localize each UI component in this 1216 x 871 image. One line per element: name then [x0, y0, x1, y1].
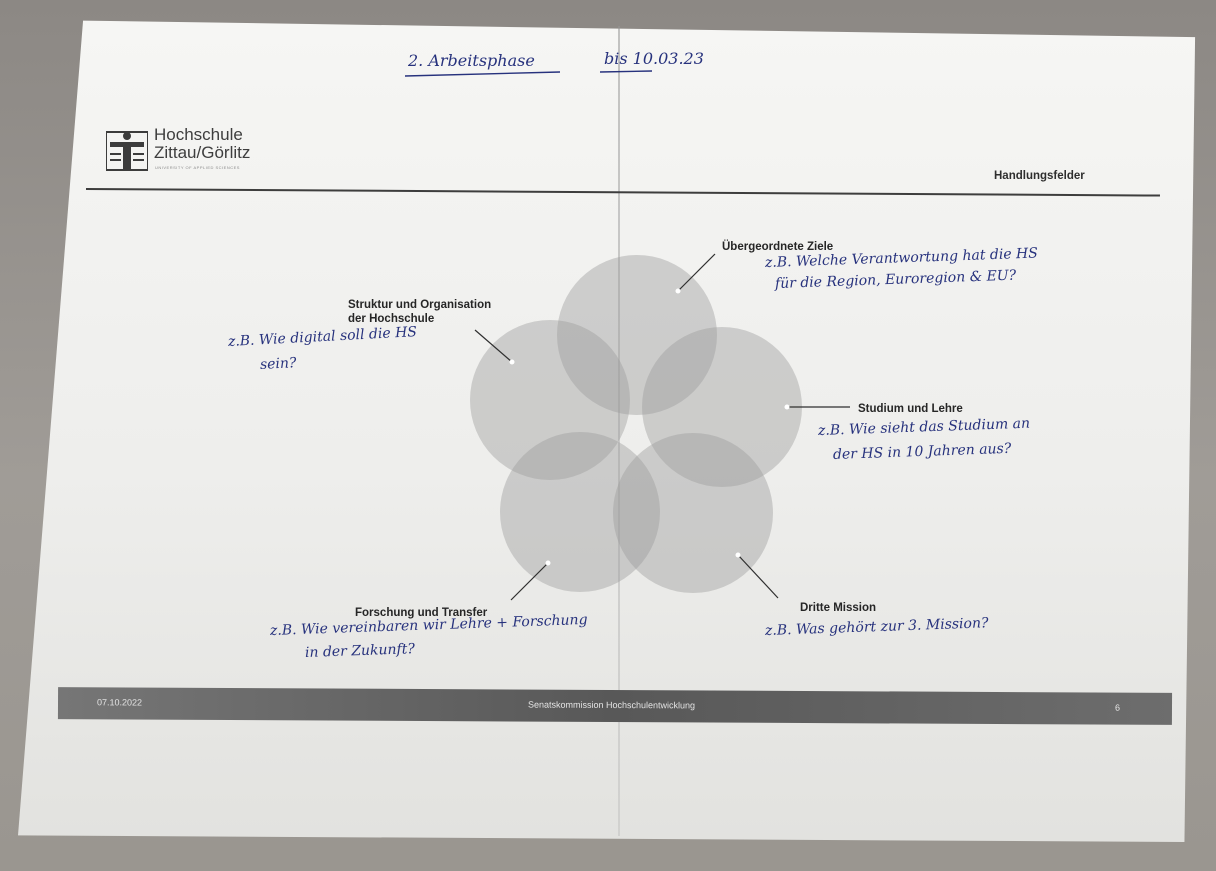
label-struktur-line1: Struktur und Organisation [348, 299, 492, 311]
note-forschung-transfer-line2: in der Zukunft? [304, 641, 416, 661]
university-subtitle: UNIVERSITY OF APPLIED SCIENCES [155, 165, 240, 170]
footer-bar: 07.10.2022 Senatskommission Hochschulent… [57, 687, 1173, 725]
leader-dritte-mission [737, 554, 779, 599]
label-uebergeordnete-ziele: Übergeordnete Ziele [722, 241, 834, 253]
label-forschung-transfer: Forschung und Transfer [355, 607, 488, 619]
circle-studium-lehre [642, 327, 802, 487]
circle-forschung-transfer [500, 432, 660, 592]
leader-forschung-transfer [510, 562, 549, 601]
label-struktur-line2: der Hochschule [348, 313, 435, 325]
leader-struktur-organisation [474, 329, 513, 363]
footer-title: Senatskommission Hochschulentwicklung [527, 699, 696, 711]
slide-title: Handlungsfelder [994, 170, 1085, 182]
university-name: Hochschule Zittau/Görlitz [154, 126, 250, 162]
footer-date: 07.10.2022 [96, 697, 143, 708]
paper-fold-line [618, 26, 620, 836]
circle-uebergeordnete-ziele [557, 255, 717, 415]
footer-page-number: 6 [1114, 702, 1121, 713]
label-studium-lehre: Studium und Lehre [858, 403, 963, 415]
label-struktur-organisation: Struktur und Organisation der Hochschule [348, 298, 491, 326]
university-name-line1: Hochschule [154, 125, 243, 144]
handwritten-title: 2. Arbeitsphase [408, 51, 535, 70]
circle-dritte-mission [613, 433, 773, 593]
note-struktur-line2: sein? [259, 355, 297, 373]
university-name-line2: Zittau/Görlitz [154, 143, 251, 162]
university-logo-icon [106, 131, 148, 171]
label-dritte-mission: Dritte Mission [800, 602, 877, 614]
leader-uebergeordnete-ziele [677, 253, 716, 292]
handwritten-deadline: bis 10.03.23 [604, 49, 704, 68]
